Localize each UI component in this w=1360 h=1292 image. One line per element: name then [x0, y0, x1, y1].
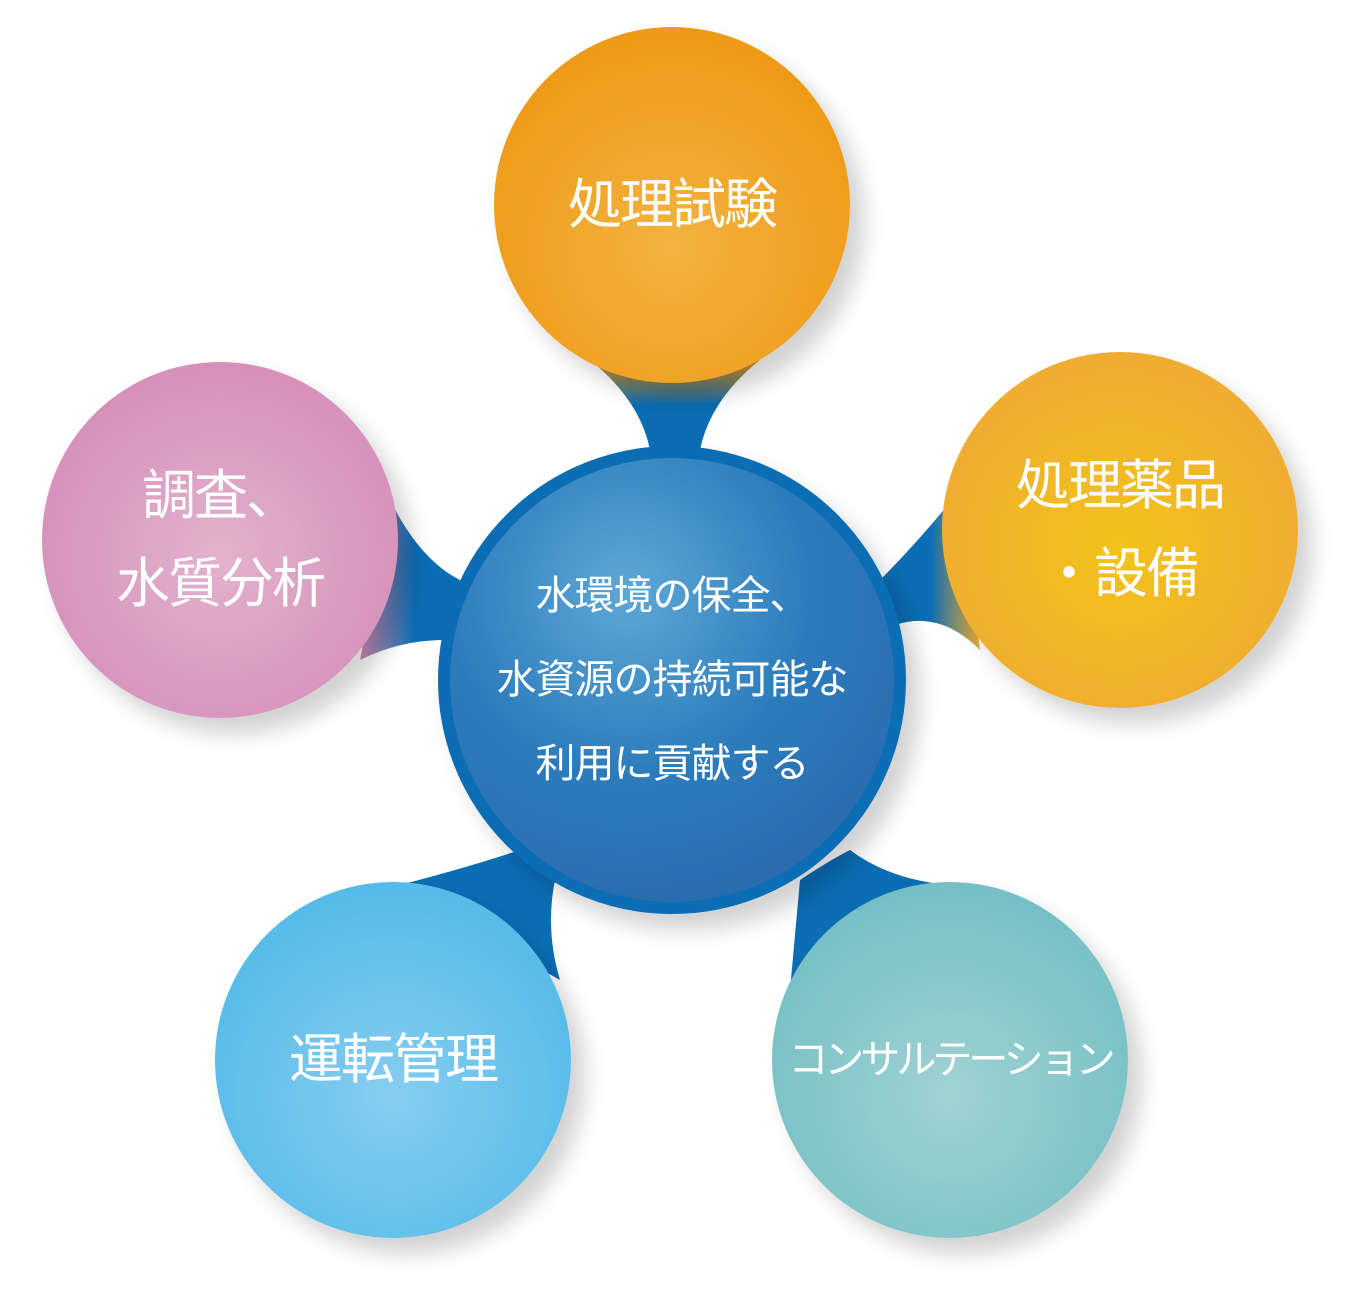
node-consultation: コンサルテーション: [772, 882, 1128, 1238]
node-operation-management: 運転管理: [215, 882, 571, 1238]
node-label: ・設備: [1042, 542, 1200, 605]
node-label: 水質分析: [116, 552, 326, 615]
node-label: コンサルテーション: [788, 1037, 1115, 1083]
center-line: 水環境の保全、: [535, 573, 810, 619]
node-label: 処理薬品: [1016, 454, 1226, 517]
center-goal-circle: 水環境の保全、水資源の持続可能な利用に貢献する: [438, 446, 906, 914]
connector-top: [590, 360, 760, 450]
node-label: 運転管理: [289, 1028, 499, 1091]
node-chemicals-equipment: 処理薬品・設備: [942, 352, 1298, 708]
center-line: 利用に貢献する: [535, 741, 810, 787]
node-treatment-test: 処理試験: [494, 27, 850, 383]
center-line: 水資源の持続可能な: [496, 657, 849, 703]
node-label: 調査、: [142, 464, 300, 527]
node-label: 処理試験: [568, 173, 778, 236]
node-survey-analysis: 調査、水質分析: [42, 362, 398, 718]
